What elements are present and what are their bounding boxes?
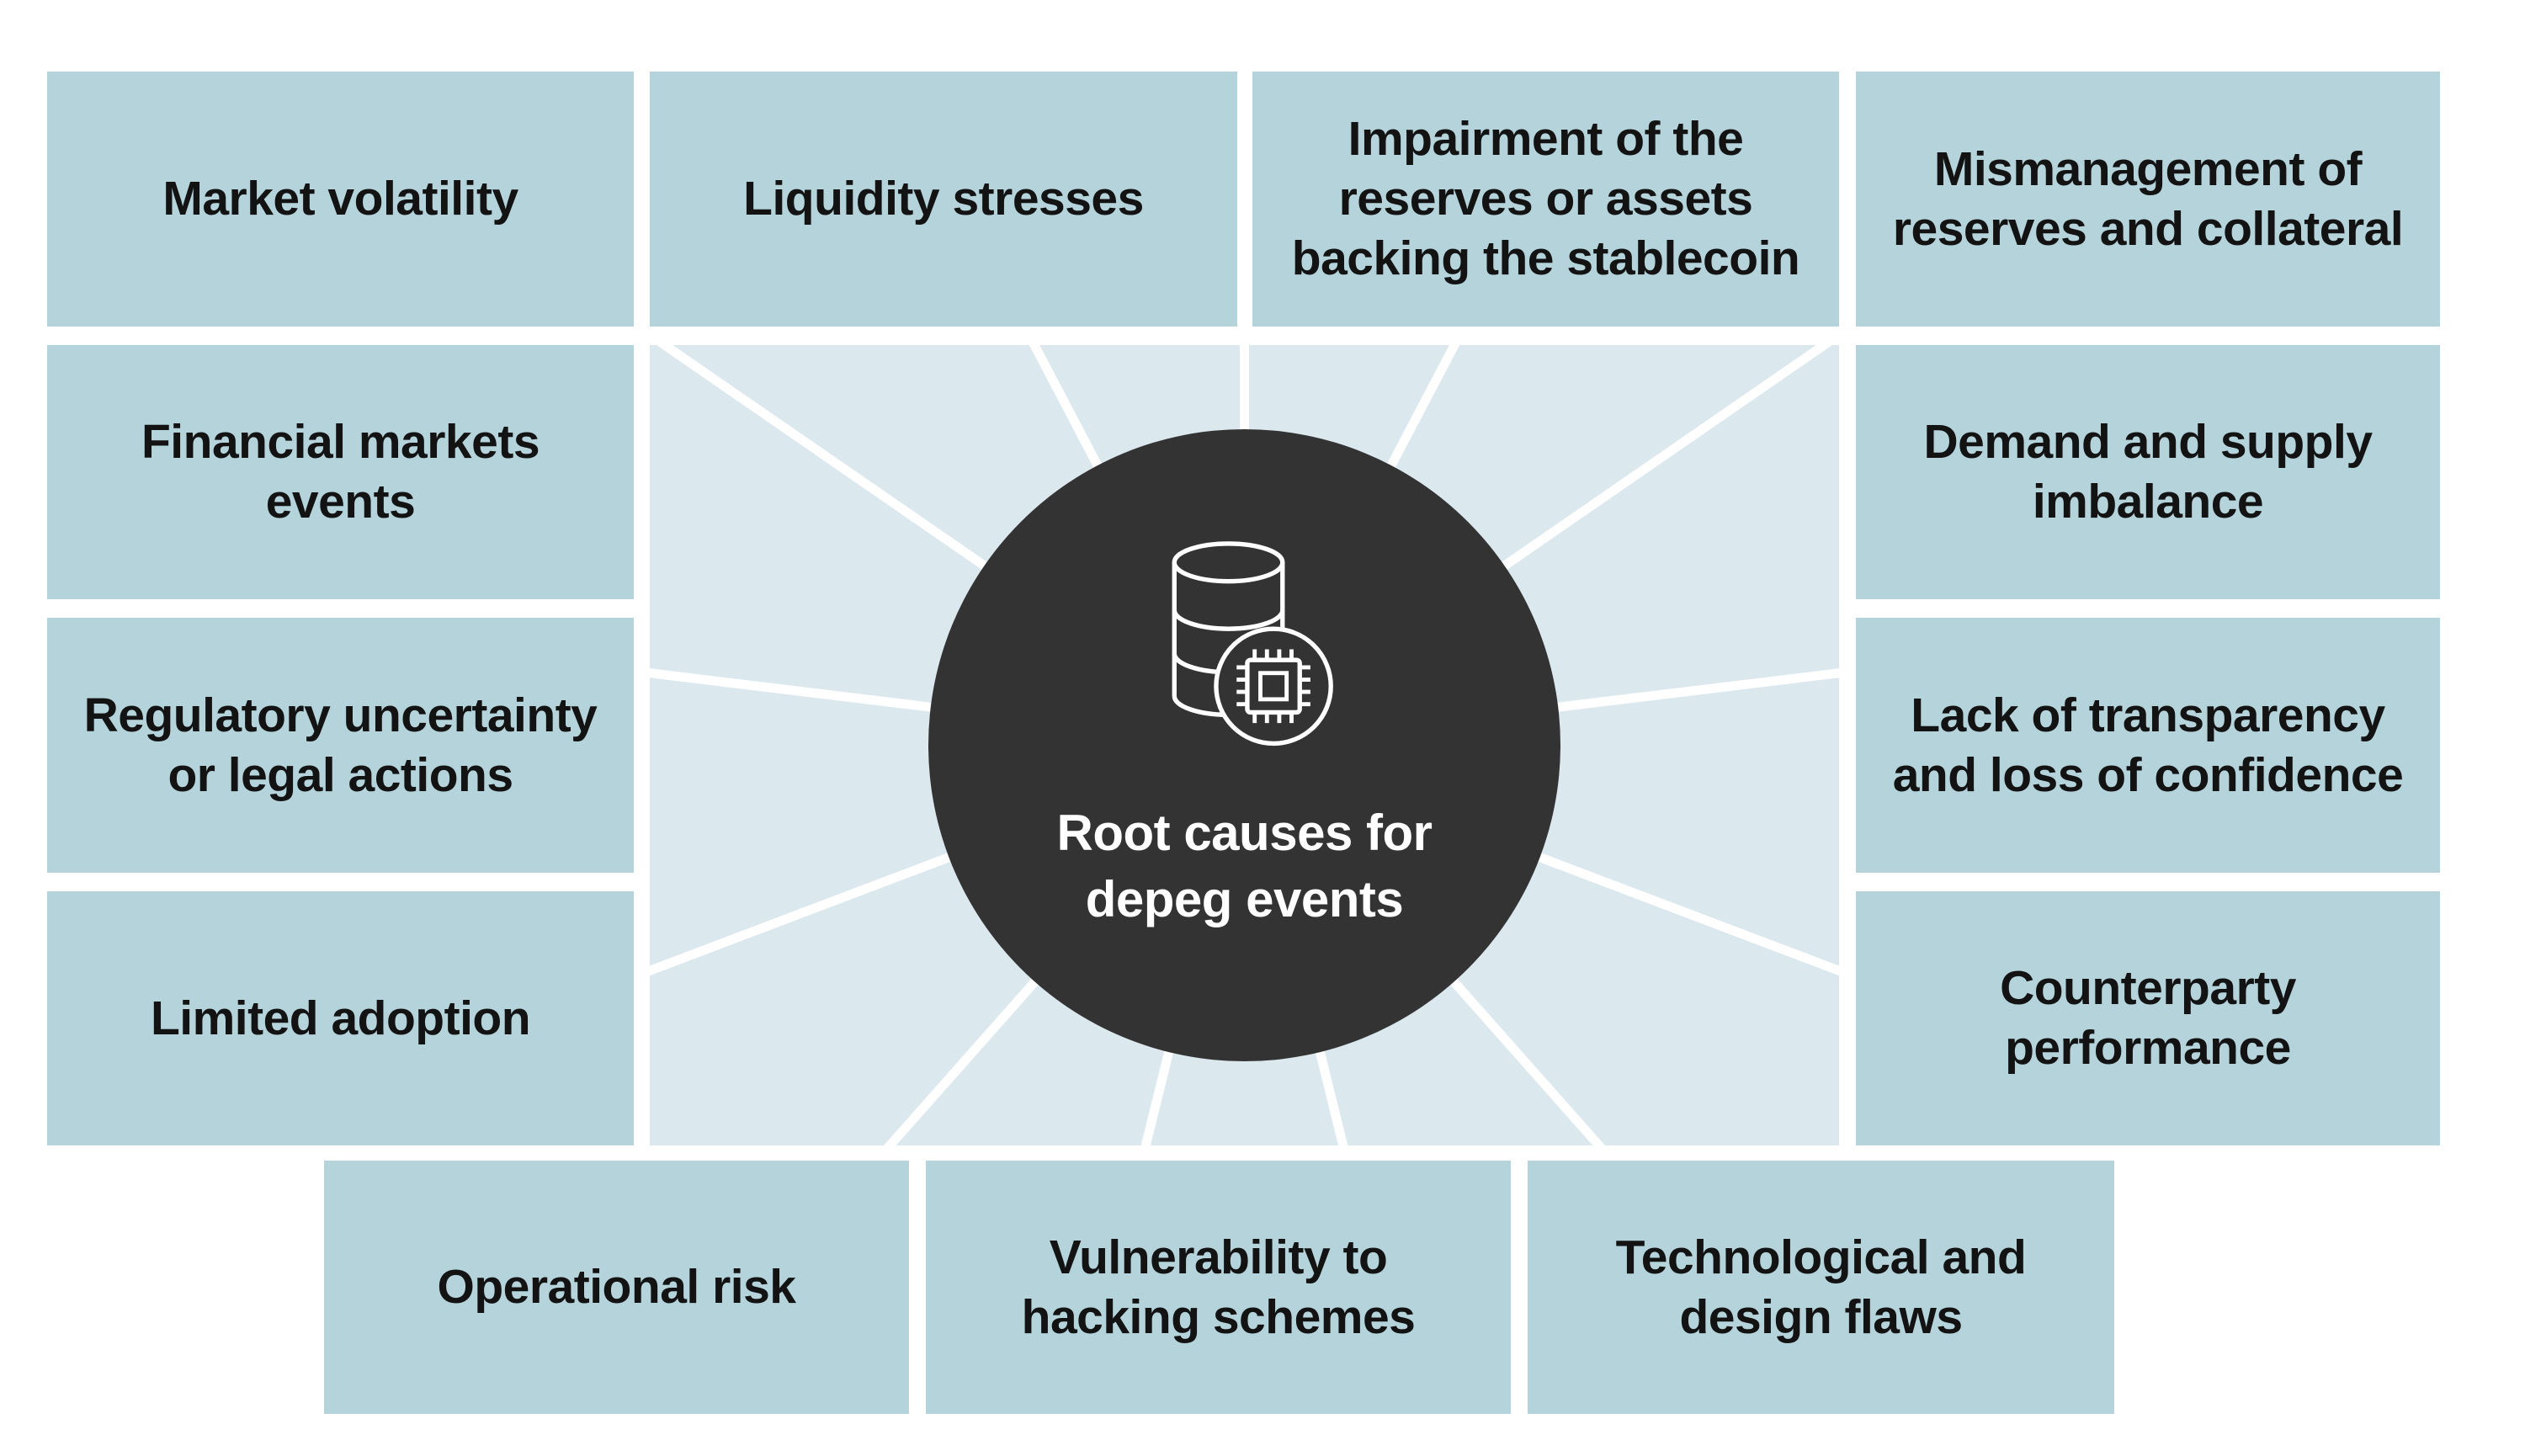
database-chip-icon — [1172, 541, 1333, 747]
cause-label-line: Lack of transparency — [1911, 688, 2385, 742]
cause-box-limited-adoption: Limited adoption — [47, 891, 634, 1145]
cause-label-line: reserves and collateral — [1892, 201, 2404, 256]
cause-box-market-volatility: Market volatility — [47, 72, 634, 327]
cause-label-line: Technological and — [1615, 1230, 2027, 1284]
cause-box-mismanagement-reserves: Mismanagement of reserves and collateral — [1856, 72, 2440, 327]
cause-label-line: Limited adoption — [150, 991, 531, 1045]
chip-coin-circle — [1213, 626, 1333, 747]
cause-box-impairment-reserves: Impairment of the reserves or assets bac… — [1252, 72, 1839, 327]
cause-label-line: backing the stablecoin — [1291, 231, 1800, 285]
cause-box-operational-risk: Operational risk — [324, 1161, 909, 1414]
cause-label-line: design flaws — [1679, 1289, 1963, 1344]
cause-label-line: Mismanagement of — [1933, 141, 2363, 196]
cause-label-line: Liquidity stresses — [743, 172, 1144, 226]
database-band-1 — [1172, 609, 1284, 631]
cause-box-liquidity-stresses: Liquidity stresses — [650, 72, 1237, 327]
cause-label-line: events — [265, 475, 416, 529]
cause-box-financial-markets-events: Financial markets events — [47, 345, 634, 599]
cause-box-demand-supply-imbalance: Demand and supply imbalance — [1856, 345, 2440, 599]
chip-body — [1244, 657, 1302, 715]
cause-label-line: Vulnerability to — [1049, 1230, 1388, 1284]
cause-label-line: and loss of confidence — [1892, 747, 2404, 802]
cause-label-line: Market volatility — [162, 172, 518, 226]
cause-box-technological-design-flaws: Technological and design flaws — [1528, 1161, 2114, 1414]
cause-label-line: or legal actions — [167, 747, 513, 802]
center-title-line: depeg events — [1085, 871, 1404, 927]
database-top-ellipse — [1172, 541, 1284, 584]
center-title: Root causes for depeg events — [1057, 800, 1433, 933]
cause-box-counterparty-performance: Counterparty performance — [1856, 891, 2440, 1145]
cause-label-line: Demand and supply — [1923, 415, 2373, 469]
cause-label-line: hacking schemes — [1021, 1289, 1416, 1344]
cause-label-line: performance — [2005, 1021, 2291, 1075]
cause-label-line: Operational risk — [437, 1260, 797, 1314]
cause-box-lack-of-transparency: Lack of transparency and loss of confide… — [1856, 618, 2440, 873]
cause-label-line: Regulatory uncertainty — [83, 688, 598, 742]
cause-box-vulnerability-hacking: Vulnerability to hacking schemes — [926, 1161, 1511, 1414]
cause-label-line: Financial markets — [141, 415, 540, 469]
cause-label-line: reserves or assets — [1338, 172, 1753, 226]
center-title-line: Root causes for — [1056, 805, 1433, 861]
cause-label-line: imbalance — [2032, 475, 2264, 529]
cause-box-regulatory-uncertainty: Regulatory uncertainty or legal actions — [47, 618, 634, 873]
center-circle: Root causes for depeg events — [928, 429, 1560, 1061]
chip-pins — [1236, 649, 1310, 724]
chip-core — [1257, 671, 1289, 702]
cause-label-line: Counterparty — [2000, 961, 2296, 1015]
cause-label-line: Impairment of the — [1348, 112, 1744, 166]
